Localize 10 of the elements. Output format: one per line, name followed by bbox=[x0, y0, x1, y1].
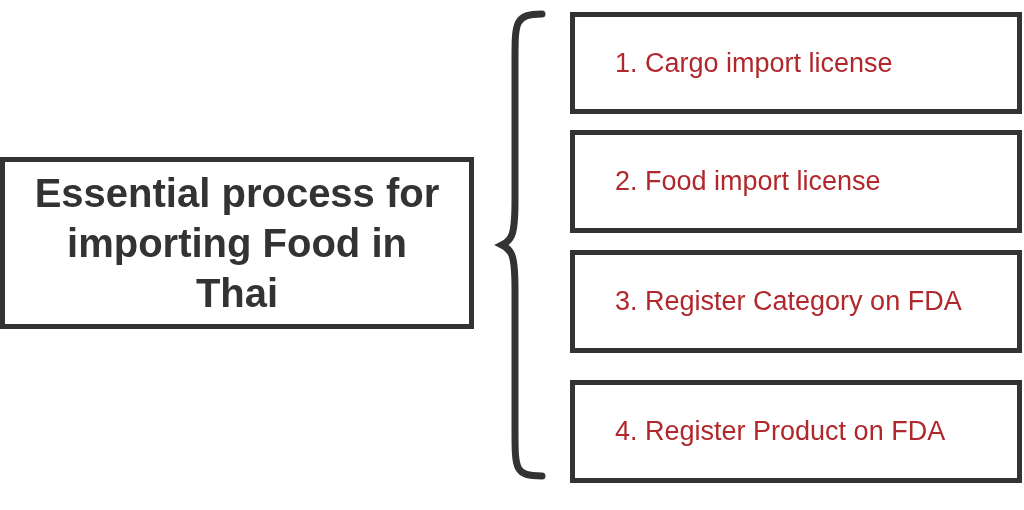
step-text: 1. Cargo import license bbox=[615, 46, 894, 80]
step-text: 2. Food import license bbox=[615, 165, 882, 199]
process-box bbox=[570, 130, 1022, 233]
step-text: 3. Register Category on FDA bbox=[615, 285, 963, 319]
heading-text: Essential process for importing Food in Thai bbox=[33, 170, 441, 317]
process-box bbox=[0, 157, 474, 329]
process-box bbox=[570, 380, 1022, 483]
process-box bbox=[570, 250, 1022, 353]
step-text: 4. Register Product on FDA bbox=[615, 415, 947, 449]
process-box bbox=[570, 12, 1022, 114]
